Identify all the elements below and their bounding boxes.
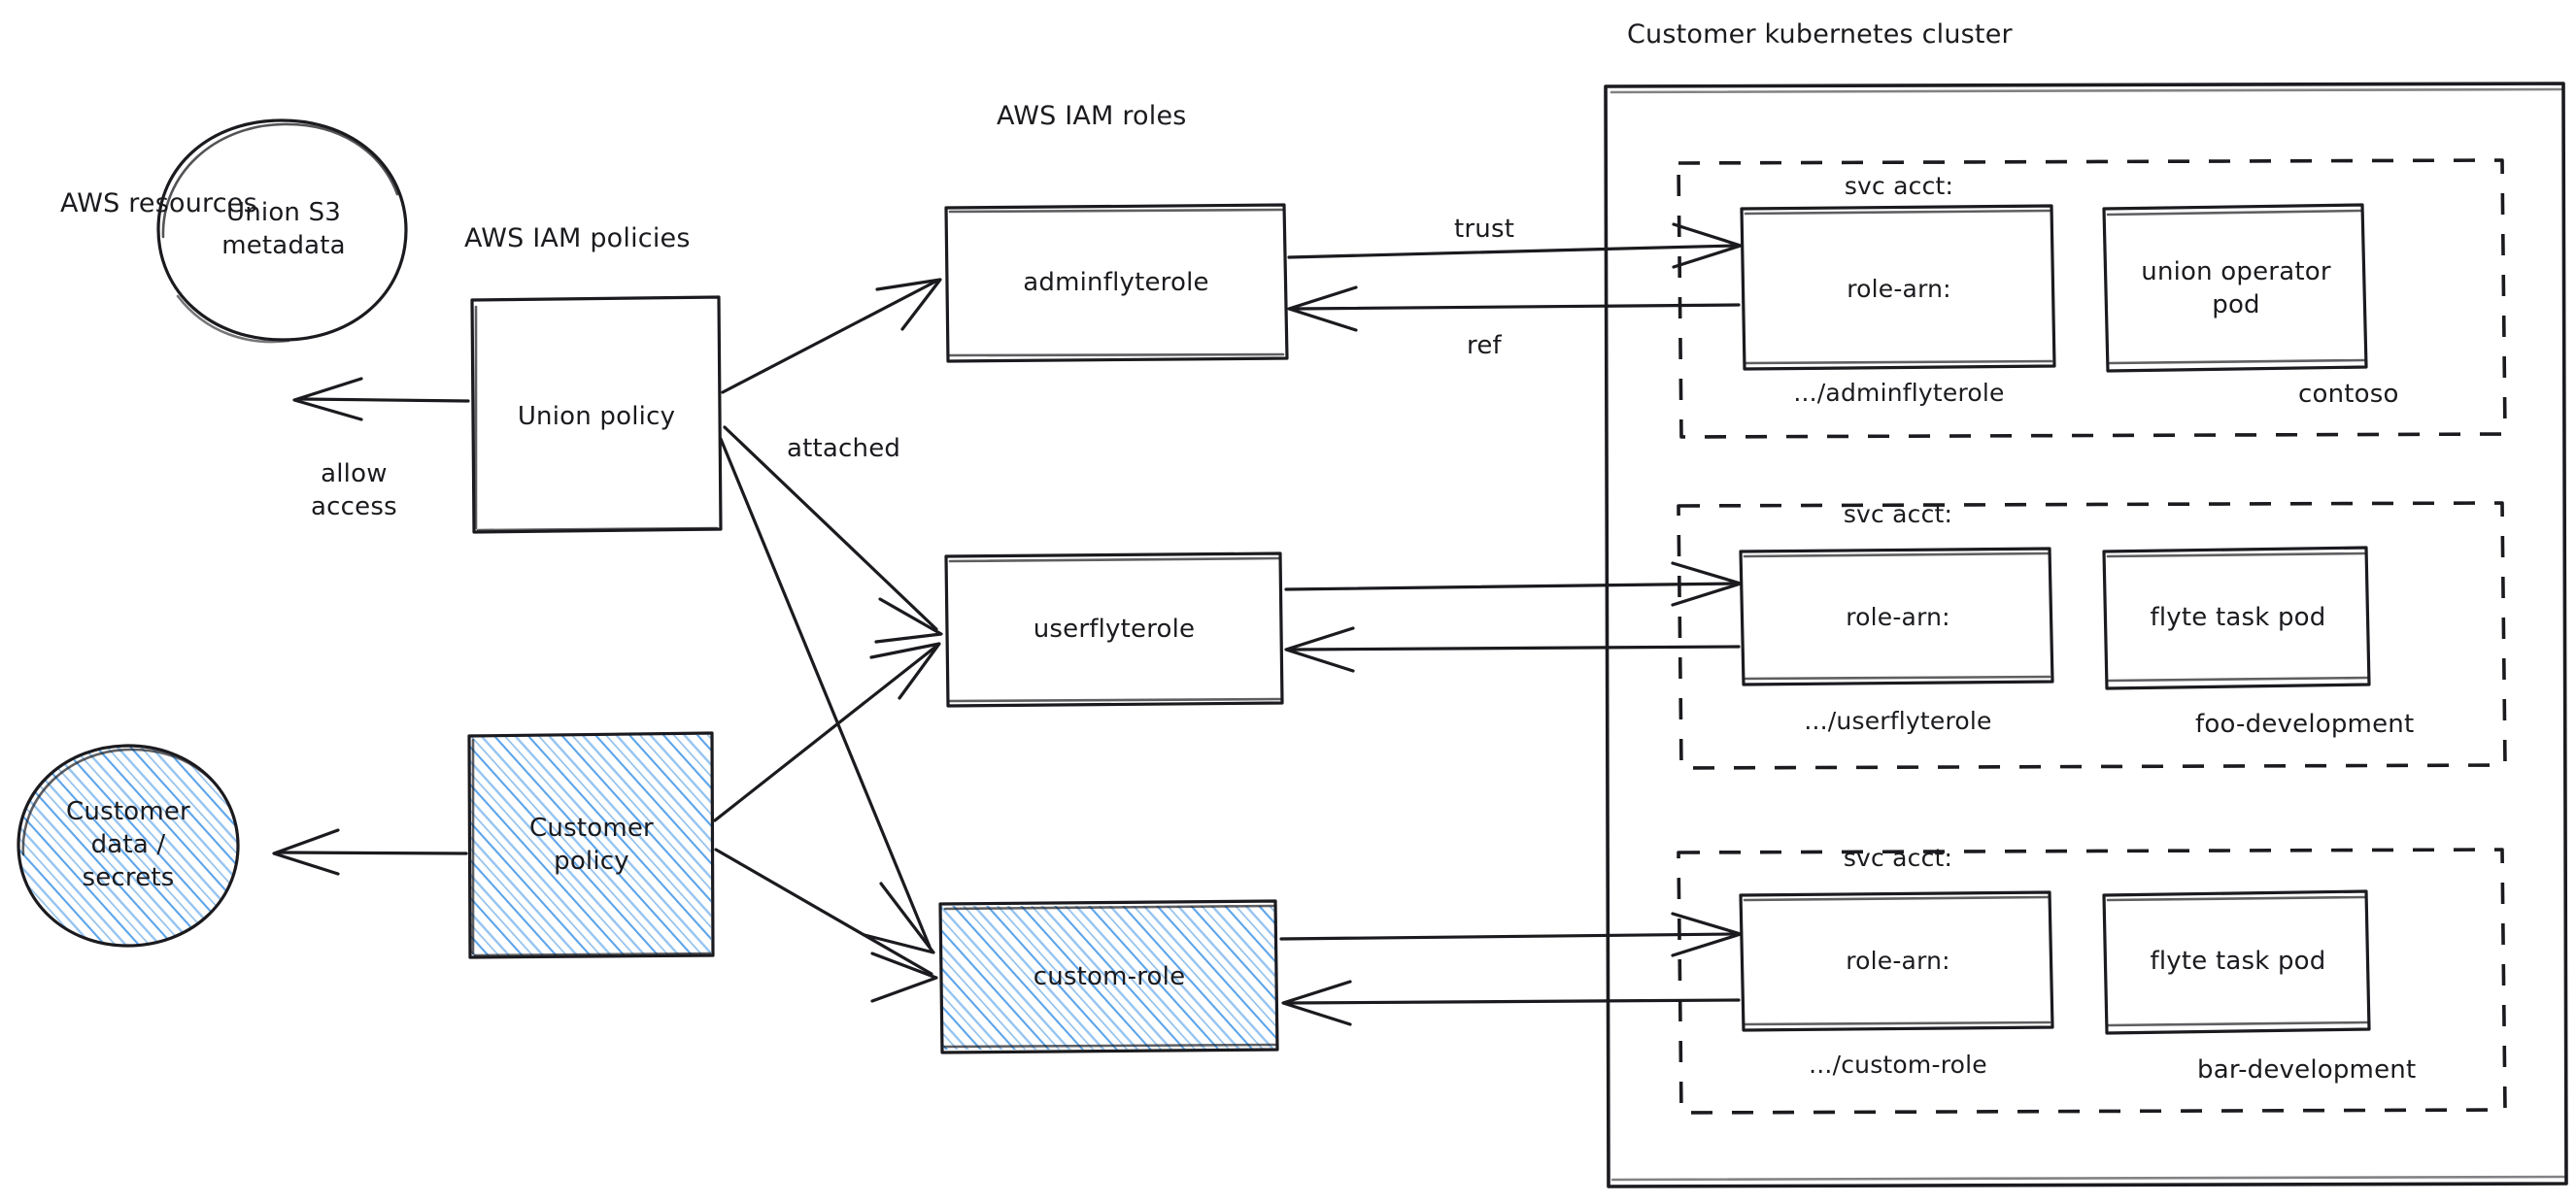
arrow-customer-policy-to-userflyterole bbox=[713, 642, 941, 822]
arrow-foo-ref-to-userflyterole bbox=[1284, 626, 1741, 673]
arrow-union-policy-to-custom-role bbox=[719, 437, 935, 954]
namespace-bar-development-frame bbox=[1677, 848, 2507, 1115]
arrow-contoso-ref-to-adminflyterole bbox=[1287, 285, 1741, 332]
svc-acct-bar-shape bbox=[1739, 890, 2054, 1032]
namespace-contoso-frame bbox=[1677, 158, 2507, 439]
node-userflyterole-shape bbox=[944, 551, 1284, 708]
arrow-bar-ref-to-custom-role bbox=[1281, 980, 1741, 1026]
namespace-foo-development-frame bbox=[1677, 501, 2507, 770]
arrow-customer-policy-to-custom-role bbox=[714, 848, 938, 1003]
node-union-s3-shape bbox=[156, 118, 408, 344]
arrow-union-policy-to-userflyterole bbox=[723, 425, 943, 644]
pod-flyte-task-bar-shape bbox=[2102, 889, 2371, 1035]
arrow-customer-policy-to-customer-data bbox=[272, 828, 468, 876]
svc-acct-contoso-shape bbox=[1740, 204, 2056, 371]
pod-union-operator-shape bbox=[2102, 203, 2368, 373]
pod-flyte-task-foo-shape bbox=[2102, 546, 2371, 690]
node-customer-data-shape bbox=[17, 744, 240, 948]
node-customer-policy-shape bbox=[467, 731, 715, 959]
k8s-cluster-frame bbox=[1604, 82, 2568, 1188]
arrow-custom-role-trust bbox=[1279, 912, 1743, 957]
arrow-adminflyterole-trust bbox=[1287, 222, 1743, 269]
node-union-policy-shape bbox=[470, 295, 723, 534]
arrow-union-policy-to-adminflyterole bbox=[721, 278, 942, 394]
arrow-userflyterole-trust bbox=[1284, 561, 1743, 607]
node-custom-role-shape bbox=[938, 899, 1279, 1054]
svc-acct-foo-shape bbox=[1739, 547, 2054, 686]
arrow-union-policy-to-union-s3 bbox=[292, 377, 470, 421]
node-adminflyterole-shape bbox=[944, 203, 1289, 363]
